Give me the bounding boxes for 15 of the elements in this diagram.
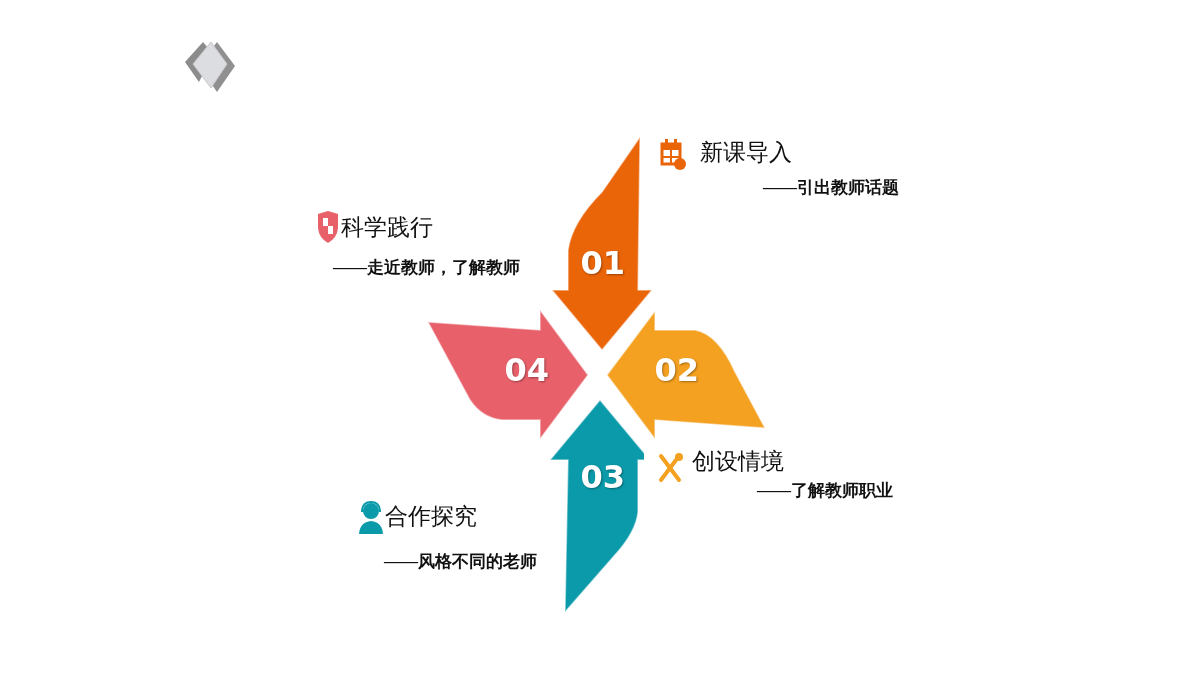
right-arrow [426, 308, 590, 440]
step-subtitle: ——风格不同的老师 [384, 553, 537, 572]
step-number: 02 [654, 354, 700, 386]
down-arrow [550, 135, 652, 353]
step-subtitle: ——走近教师，了解教师 [333, 259, 520, 278]
left-arrow [605, 310, 767, 440]
step-number: 03 [580, 461, 626, 493]
step-heading: 科学践行 [341, 215, 433, 241]
step-subtitle: ——引出教师话题 [763, 179, 899, 198]
step-number: 01 [580, 247, 626, 279]
step-heading: 新课导入 [700, 140, 792, 166]
step-heading: 创设情境 [692, 449, 784, 475]
step-number: 04 [504, 354, 550, 386]
step-subtitle: ——了解教师职业 [757, 482, 893, 501]
step-heading: 合作探究 [385, 504, 477, 530]
